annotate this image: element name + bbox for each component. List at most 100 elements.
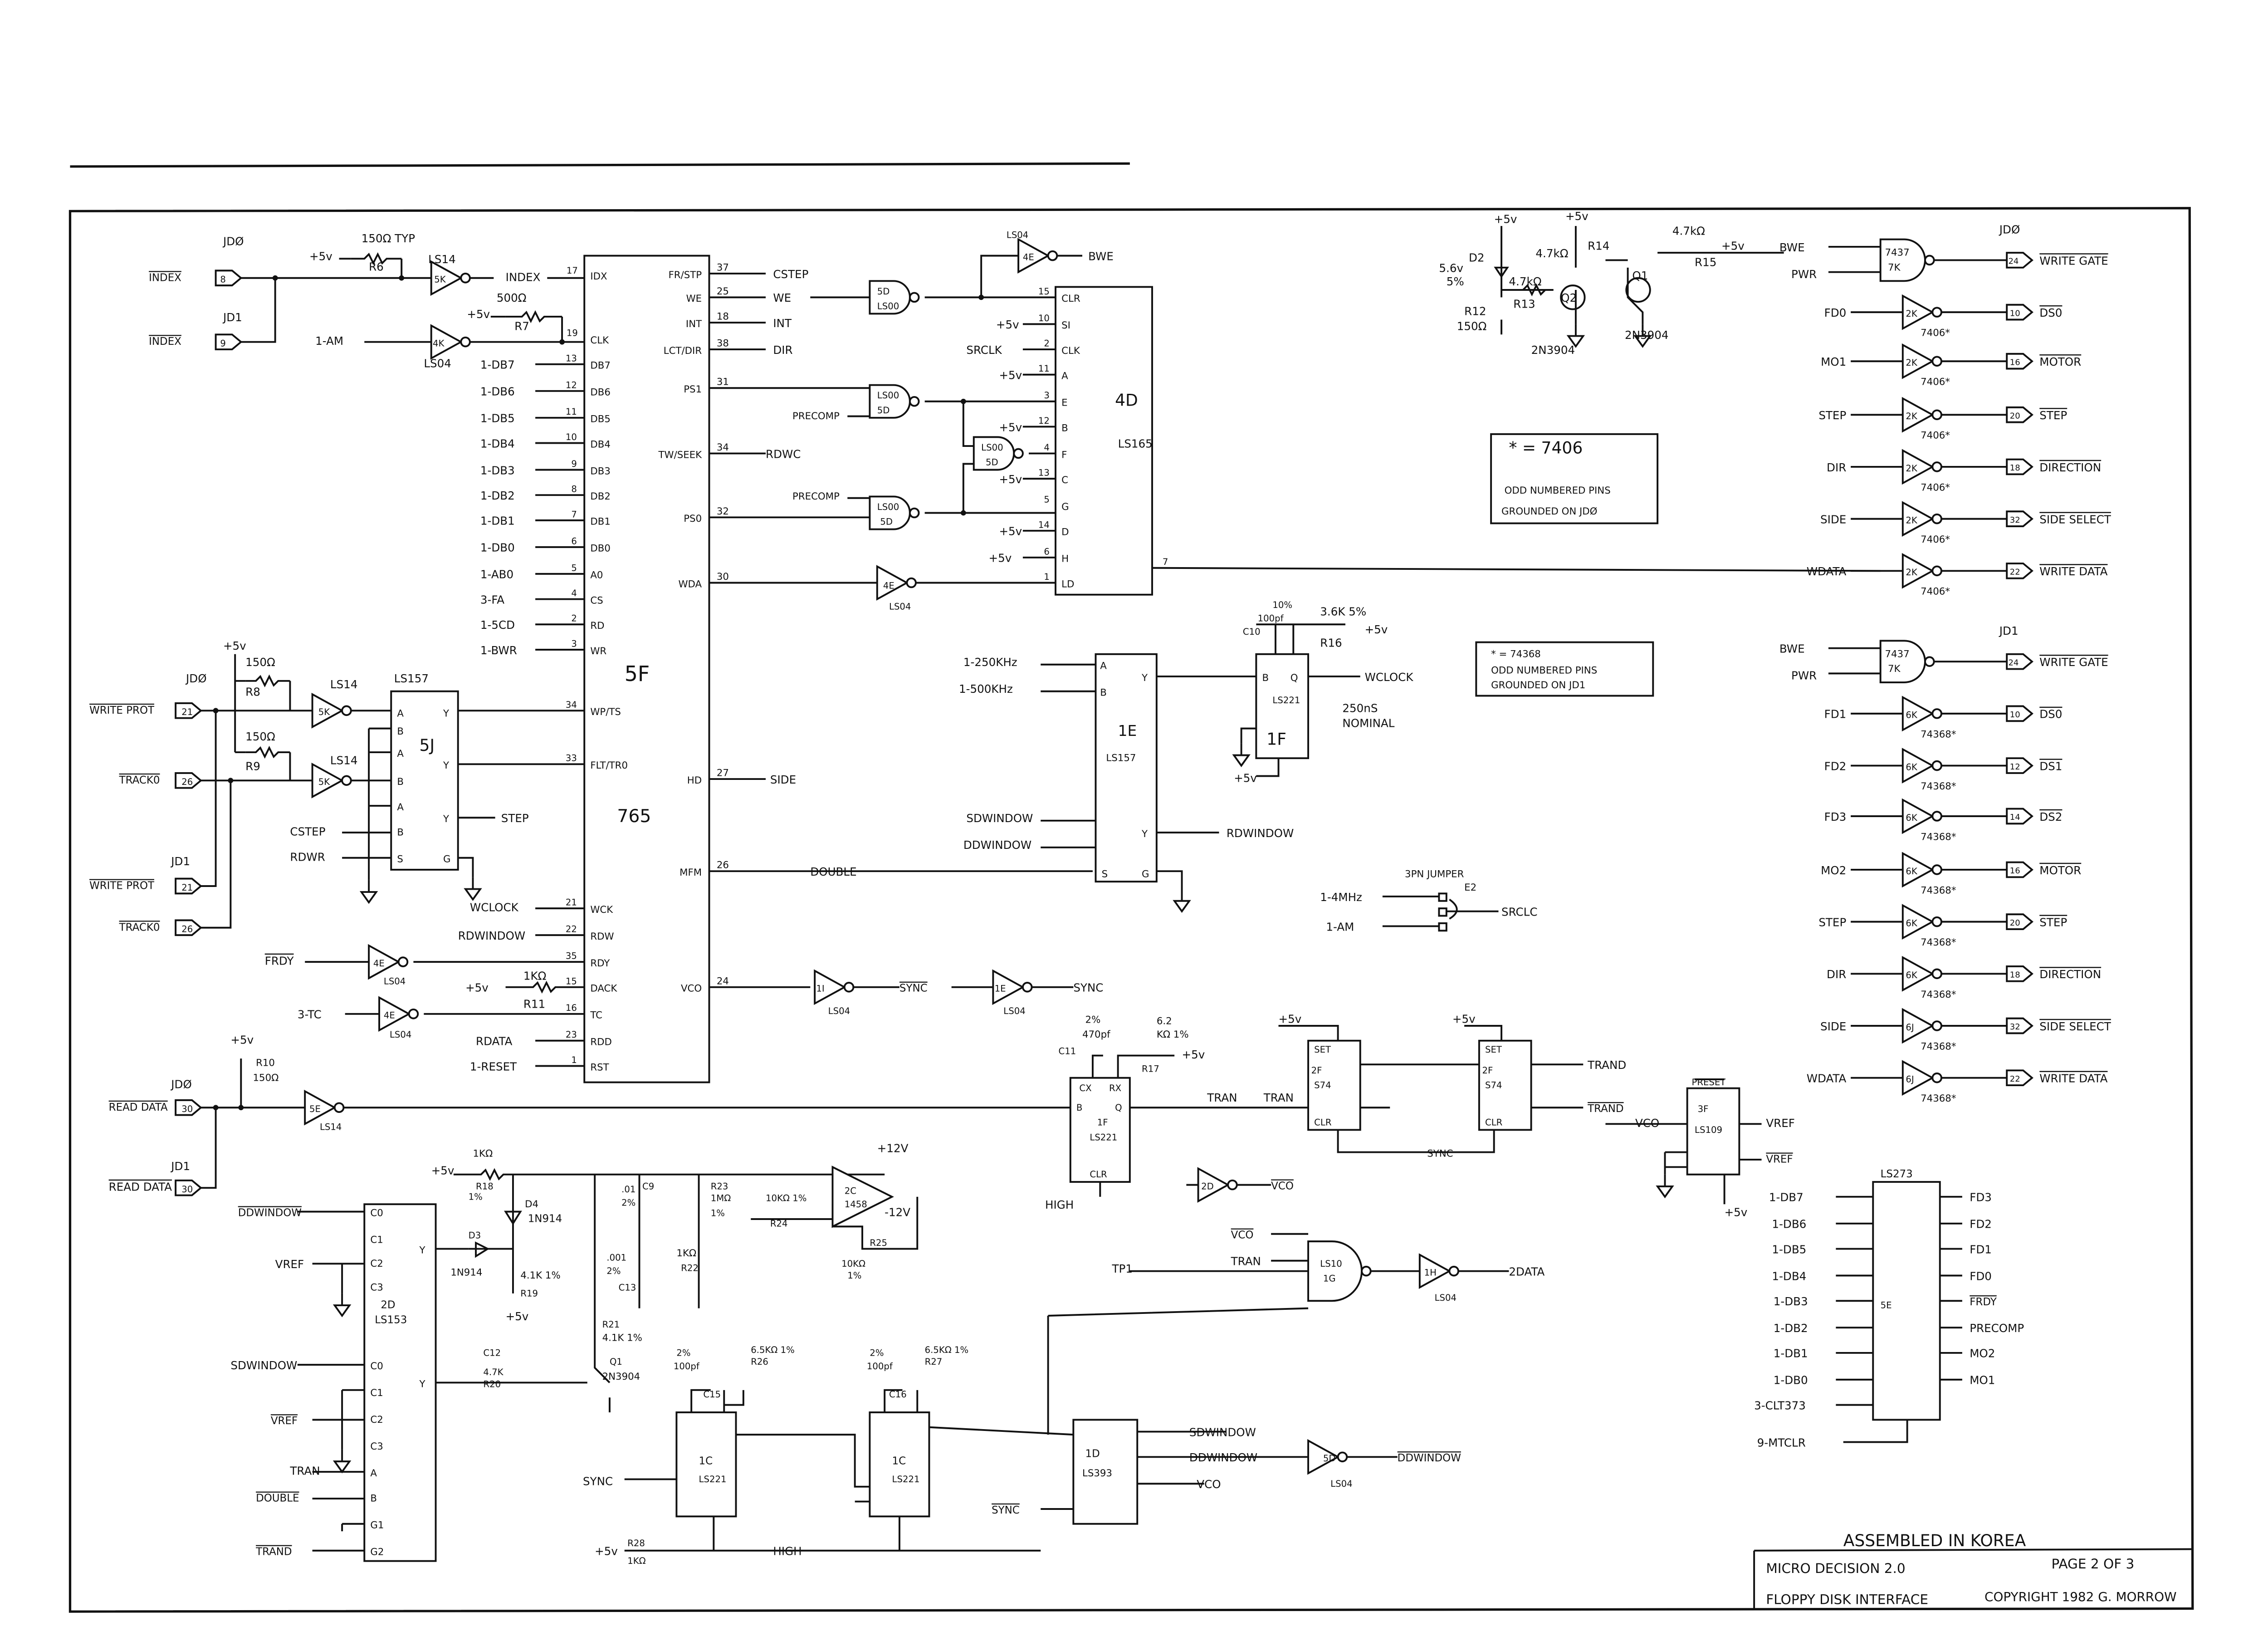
label: 150Ω	[245, 730, 275, 743]
label: LS14	[320, 1122, 342, 1132]
oneshot-ls221-1c-a	[675, 1411, 737, 1518]
label: 10	[2010, 309, 2020, 318]
label: 15	[566, 976, 577, 986]
label: TRAND	[1587, 1103, 1623, 1115]
label: 2K	[1906, 411, 1918, 421]
driver-inverter	[1901, 748, 1935, 784]
label: 26	[181, 924, 193, 935]
label: A	[397, 708, 404, 719]
label: PWR	[1791, 669, 1817, 682]
label: .01	[621, 1184, 635, 1195]
label: Y	[419, 1378, 426, 1390]
label: LS04	[1003, 1006, 1025, 1016]
label: HD	[687, 775, 702, 786]
label: 100pf	[674, 1361, 700, 1372]
label: 1-AM	[315, 334, 343, 348]
label: 30	[717, 571, 729, 583]
label: SRCLC	[1501, 906, 1537, 919]
inverter-4e-rdy	[368, 944, 401, 980]
label: C15	[703, 1389, 721, 1400]
driver-inverter	[1901, 294, 1935, 330]
label: READ DATA	[109, 1181, 172, 1194]
driver-inverter	[1901, 501, 1935, 537]
label: BWE	[1088, 250, 1114, 263]
connector-pin	[2006, 757, 2033, 774]
label: 1KΩ	[627, 1556, 645, 1566]
label: BWE	[1779, 642, 1805, 656]
label: VREF	[271, 1415, 298, 1427]
label: 150Ω TYP	[362, 232, 415, 245]
label: WRITE PROT	[89, 880, 155, 892]
title-block: ASSEMBLED IN KOREA MICRO DECISION 2.0 PA…	[1754, 1532, 2193, 1607]
label: 16	[566, 1003, 577, 1013]
label: C0	[370, 1361, 383, 1372]
assembled-note: ASSEMBLED IN KOREA	[1843, 1532, 2026, 1550]
label: 5E	[1881, 1300, 1892, 1311]
label: G	[1142, 868, 1149, 880]
label: B	[1076, 1102, 1083, 1113]
label: 74368*	[1921, 989, 1956, 1000]
label: 11	[1038, 363, 1050, 374]
label: LS04	[384, 976, 406, 986]
label: 35	[566, 951, 577, 961]
label: +5v	[223, 639, 246, 652]
nand-7437	[1879, 640, 1926, 684]
label: R27	[925, 1357, 943, 1367]
label: TRAN	[1207, 1091, 1237, 1104]
label: SYNC	[899, 983, 928, 995]
label: 5	[571, 563, 577, 573]
label: +5v	[1365, 623, 1388, 636]
label: 2%	[870, 1347, 884, 1358]
inversion-bubble	[1931, 356, 1942, 367]
label: FLT/TR0	[590, 760, 628, 771]
connector-pin	[2006, 406, 2033, 423]
label: LS04	[828, 1006, 850, 1016]
label: R23	[711, 1181, 728, 1191]
label: G2	[370, 1547, 384, 1558]
label: 3.6K 5%	[1320, 605, 1366, 618]
label: R17	[1142, 1064, 1159, 1074]
label: 1-DB5	[480, 412, 515, 425]
label: S	[397, 854, 403, 865]
label: 1-DB3	[480, 464, 515, 477]
label: D4	[525, 1199, 538, 1210]
shift-register-ls165-4d	[1055, 286, 1153, 596]
label: FRDY	[265, 955, 294, 968]
inverter-5d-ddw	[1307, 1439, 1340, 1475]
nand-7437	[1879, 238, 1926, 282]
label: 1-500KHz	[959, 682, 1013, 696]
label: 30	[181, 1184, 193, 1195]
label: +5v	[1452, 1012, 1476, 1025]
label: 100pf	[867, 1361, 893, 1372]
label: NOMINAL	[1342, 716, 1394, 730]
label: 1	[571, 1055, 577, 1065]
page-number: PAGE 2 OF 3	[2051, 1556, 2134, 1572]
label: 21	[181, 707, 193, 717]
label: LS04	[1007, 230, 1028, 240]
driver-inverter	[1901, 852, 1935, 888]
label: B	[397, 726, 404, 737]
label: +5v	[999, 473, 1022, 486]
label: LS221	[892, 1474, 920, 1484]
label: 4	[571, 588, 577, 598]
label: +5v	[230, 1033, 254, 1046]
label: SDWINDOW	[1189, 1426, 1256, 1439]
label: 1-DB2	[1774, 1322, 1808, 1335]
label: -12V	[885, 1205, 910, 1219]
connector-pin	[2006, 1017, 2033, 1034]
inversion-bubble	[1931, 1072, 1942, 1083]
label: 3-TC	[298, 1008, 322, 1021]
label: DB7	[590, 360, 611, 372]
label: 1-RESET	[470, 1060, 517, 1073]
label: R28	[627, 1538, 645, 1548]
oneshot-ls221-1c-b	[869, 1411, 930, 1518]
label: CLK	[590, 335, 609, 346]
label: 10KΩ 1%	[766, 1193, 807, 1204]
label: 1-DB4	[1772, 1269, 1806, 1283]
label: 1E	[995, 984, 1006, 994]
connector-pin	[2006, 458, 2033, 475]
label: PRECOMP	[792, 411, 840, 422]
wire	[200, 710, 313, 929]
label: LS157	[394, 672, 429, 685]
label: 5%	[1447, 275, 1464, 288]
